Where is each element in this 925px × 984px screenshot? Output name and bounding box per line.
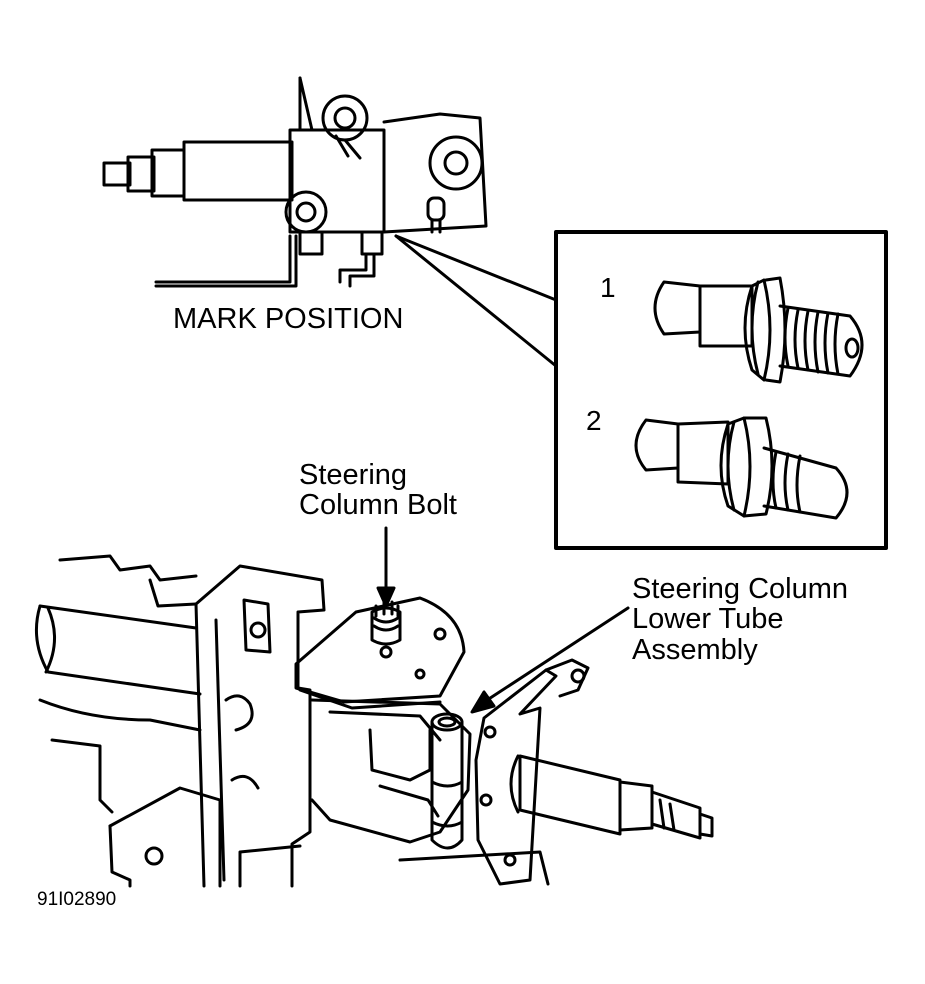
part-2-number: 2 xyxy=(586,405,602,436)
column-head-assembly xyxy=(102,76,488,288)
lower-tube-assembly-label: Steering Column Lower Tube Assembly xyxy=(632,573,848,666)
part-1-drawing xyxy=(653,276,864,384)
bolt-label-line-1: Steering xyxy=(299,459,408,491)
part-2-drawing xyxy=(634,416,849,520)
inset-box xyxy=(554,230,888,550)
tube-label-line-2: Lower Tube xyxy=(632,603,784,636)
tube-label-line-3: Assembly xyxy=(632,633,758,666)
mark-position-label: MARK POSITION xyxy=(173,303,404,335)
tube-leader-arrow xyxy=(470,606,630,714)
figure-id: 91I02890 xyxy=(37,889,117,910)
steering-column-bolt-label: Steering Column Bolt xyxy=(299,460,457,521)
steering-column-assembly xyxy=(34,554,714,888)
bolt-label-line-2: Column Bolt xyxy=(299,489,457,522)
part-1-number: 1 xyxy=(600,272,616,303)
callout-pointer xyxy=(394,234,558,368)
bolt-leader-arrow xyxy=(376,526,396,608)
tube-label-line-1: Steering Column xyxy=(632,573,848,605)
